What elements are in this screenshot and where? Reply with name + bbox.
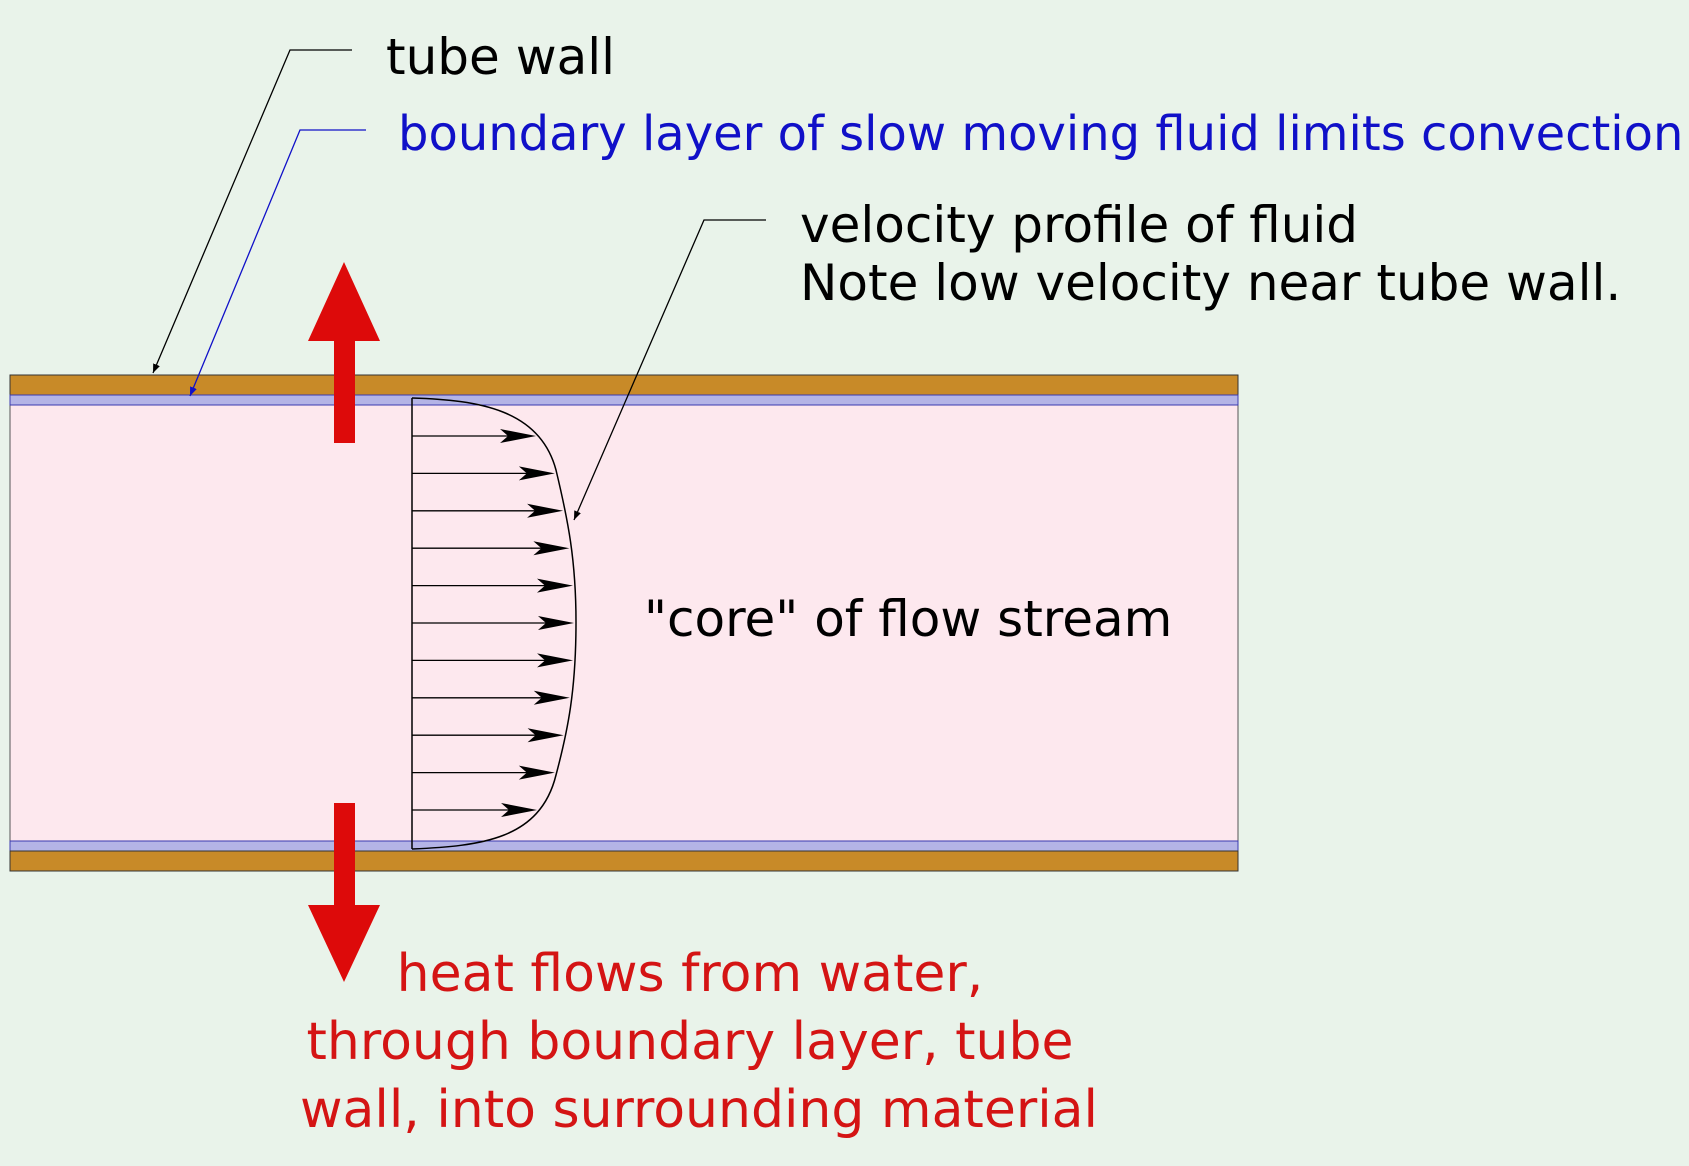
velocity-arrow-head (537, 616, 574, 630)
heat-flow-line-1: heat flows from water, (396, 944, 984, 1004)
core-flow-label: "core" of flow stream (644, 590, 1173, 648)
boundary-layer-leader (189, 129, 366, 397)
bottom-tube-wall (9, 850, 1239, 872)
velocity-arrow-head (518, 466, 555, 481)
velocity-profile-label-line1: velocity profile of fluid (800, 196, 1359, 254)
velocity-arrow-head (501, 803, 538, 817)
heat-flow-line-3: wall, into surrounding material (300, 1080, 1098, 1140)
tube-wall-leader (152, 49, 352, 374)
heat-flow-label: heat flows from water, through boundary … (300, 940, 1098, 1144)
velocity-arrow-head (533, 541, 570, 556)
velocity-arrow-head (500, 429, 537, 443)
velocity-profile-curve (411, 397, 577, 850)
velocity-arrows (412, 429, 574, 817)
bottom-boundary-layer (9, 840, 1239, 852)
heat-arrow-down (308, 803, 380, 982)
heat-arrow-up (308, 262, 380, 443)
heat-flow-line-2: through boundary layer, tube (306, 1012, 1074, 1072)
boundary-layer-label: boundary layer of slow moving fluid limi… (398, 106, 1684, 162)
velocity-profile-label-line2: Note low velocity near tube wall. (800, 254, 1622, 312)
tube-wall-label: tube wall (386, 28, 616, 86)
fluid-region (9, 404, 1239, 842)
velocity-arrow-head (533, 690, 570, 705)
velocity-arrow-head (518, 765, 555, 780)
velocity-arrow-head (527, 728, 564, 743)
velocity-arrow-head (536, 578, 573, 593)
velocity-profile-leader (573, 219, 766, 521)
velocity-arrow-head (537, 653, 574, 668)
velocity-arrow-head (527, 503, 564, 518)
